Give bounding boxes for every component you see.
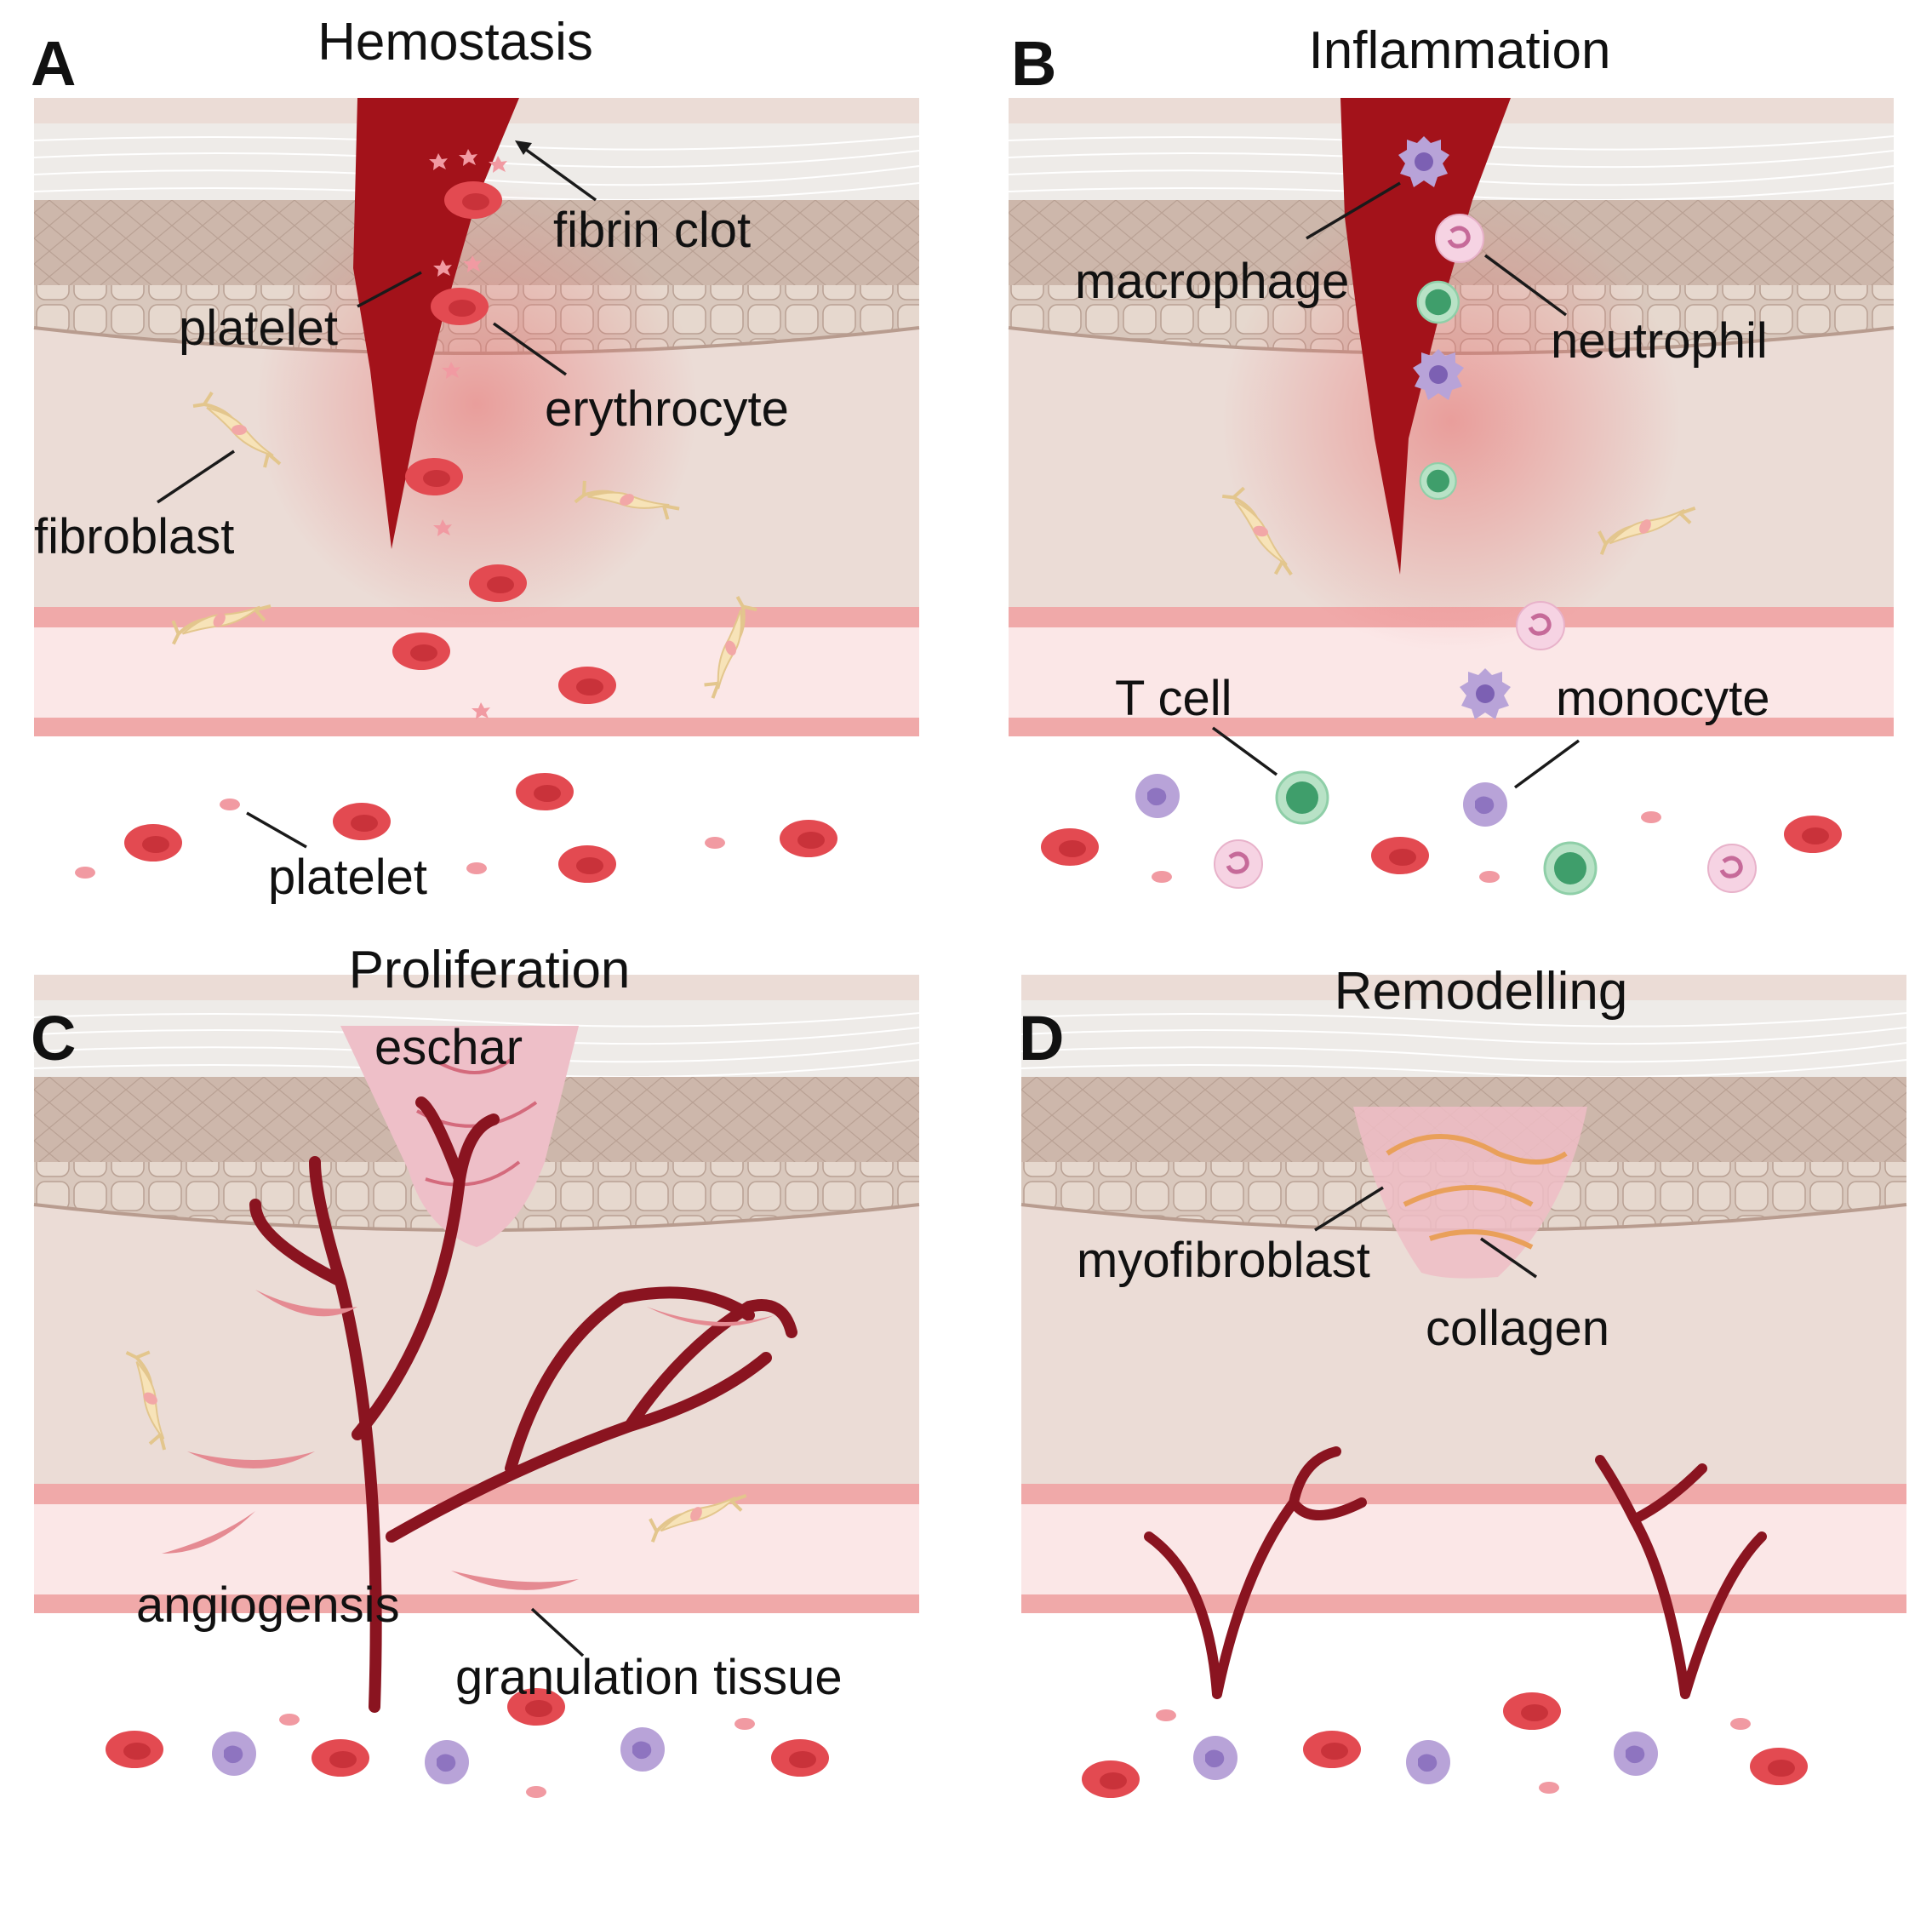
panel-a-title: Hemostasis xyxy=(317,13,593,72)
label-angiogensis: angiogensis xyxy=(136,1577,400,1633)
panel-a-letter: A xyxy=(31,28,76,99)
label-myofibroblast: myofibroblast xyxy=(1077,1233,1370,1288)
arrow-platelet-vessel xyxy=(246,811,307,849)
arrow-myofibroblast xyxy=(1314,1186,1384,1232)
arrow-t-cell xyxy=(1211,726,1278,776)
label-granulation-tissue: granulation tissue xyxy=(455,1650,843,1705)
panel-c-letter: C xyxy=(31,1003,76,1073)
angiogenesis-vessels xyxy=(249,1096,797,1713)
wound-shape xyxy=(1340,98,1511,575)
panel-b-skin-illustration xyxy=(1007,96,1895,896)
label-neutrophil: neutrophil xyxy=(1551,313,1768,369)
label-macrophage: macrophage xyxy=(1075,254,1349,309)
collagen-fibers xyxy=(1386,1134,1568,1250)
panel-c: C Proliferation eschar angiogensis granu… xyxy=(31,941,921,1798)
panel-d-title: Remodelling xyxy=(1335,962,1628,1021)
arrow-collagen xyxy=(1480,1237,1537,1279)
label-erythrocyte: erythrocyte xyxy=(545,381,789,437)
arrow-fibroblast xyxy=(157,449,235,504)
arrow-macrophage xyxy=(1306,181,1401,240)
panel-c-skin-illustration xyxy=(32,973,921,1798)
arrow-fibrin-clot xyxy=(517,143,597,202)
panel-a: A Hemostasis fibrin clot platelet erythr… xyxy=(31,13,921,905)
label-platelet-vessel: platelet xyxy=(268,850,427,905)
panel-b: B Inflammation macrophage neutrophil T c… xyxy=(1007,21,1895,896)
panel-c-title: Proliferation xyxy=(349,941,631,999)
panel-a-skin-illustration xyxy=(32,96,921,883)
panel-d-skin-illustration xyxy=(1020,973,1908,1798)
arrow-monocyte xyxy=(1513,739,1580,789)
label-t-cell: T cell xyxy=(1115,671,1232,726)
label-fibroblast: fibroblast xyxy=(34,509,234,564)
panel-d-letter: D xyxy=(1019,1003,1064,1073)
panel-b-title: Inflammation xyxy=(1309,21,1611,80)
panel-b-letter: B xyxy=(1011,28,1056,99)
arrow-erythrocyte xyxy=(492,322,568,376)
arrow-granulation-tissue xyxy=(530,1607,585,1657)
label-platelet-tissue: platelet xyxy=(179,301,338,356)
eschar-shape xyxy=(340,1026,579,1247)
label-collagen: collagen xyxy=(1426,1301,1609,1356)
arrow-platelet-tissue xyxy=(357,271,422,308)
remodelled-vessels xyxy=(1144,1446,1767,1699)
label-fibrin-clot: fibrin clot xyxy=(553,203,751,258)
label-monocyte: monocyte xyxy=(1556,671,1769,726)
label-eschar: eschar xyxy=(374,1020,523,1075)
panel-d: D Remodelling myofibroblast collagen xyxy=(1019,962,1908,1798)
scar-shape xyxy=(1353,1107,1587,1279)
wound-clot-shape xyxy=(353,98,519,549)
arrow-neutrophil xyxy=(1483,254,1568,317)
